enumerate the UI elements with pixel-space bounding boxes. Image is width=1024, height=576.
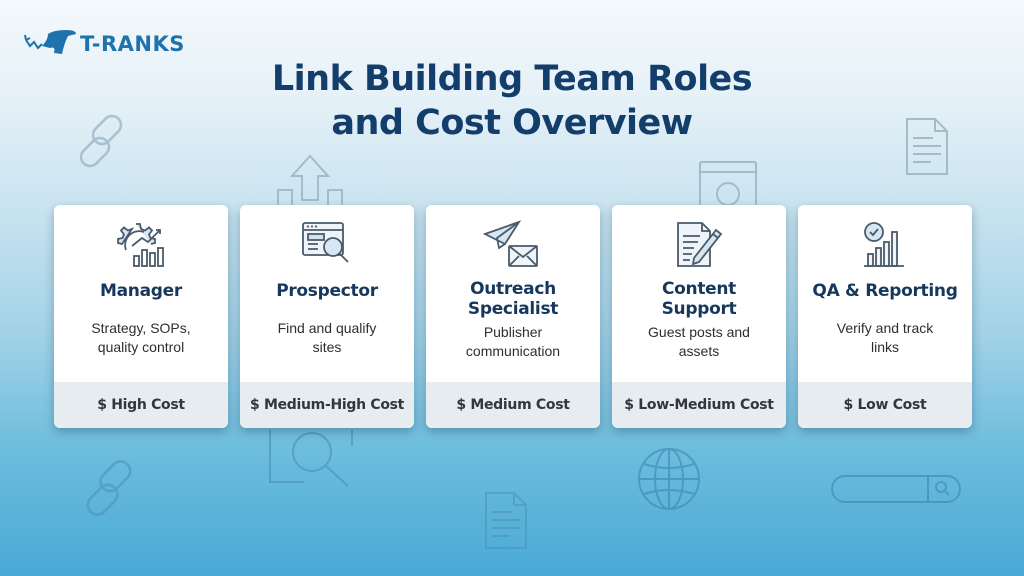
role-card-manager: Manager Strategy, SOPs, quality control … <box>54 205 228 428</box>
rhino-chart-logo-icon <box>24 26 78 61</box>
role-cards: Manager Strategy, SOPs, quality control … <box>54 205 972 428</box>
card-description: Verify and track links <box>836 320 934 355</box>
page-title: Link Building Team Roles and Cost Overvi… <box>0 57 1024 145</box>
cost-badge: $ Medium-High Cost <box>240 382 414 428</box>
browser-icon <box>698 160 760 208</box>
title-line-1: Link Building Team Roles <box>271 59 753 99</box>
document-pen-icon <box>672 219 726 271</box>
title-line-2: and Cost Overview <box>331 103 693 143</box>
card-title: Manager <box>100 281 182 301</box>
role-card-prospector: Prospector Find and qualify sites $ Medi… <box>240 205 414 428</box>
role-card-outreach-specialist: Outreach Specialist Publisher communicat… <box>426 205 600 428</box>
card-description: Guest posts and assets <box>648 324 750 359</box>
globe-icon <box>636 446 702 512</box>
document-icon-bottom <box>482 490 530 552</box>
search-document-icon <box>266 430 356 494</box>
paper-plane-envelope-icon <box>483 219 543 271</box>
card-description: Find and qualify sites <box>277 320 377 355</box>
browser-magnifier-icon <box>300 219 354 271</box>
cost-badge: $ High Cost <box>54 382 228 428</box>
gear-chart-icon <box>114 219 168 271</box>
card-description: Publisher communication <box>465 324 561 359</box>
role-card-content-support: Content Support Guest posts and assets $… <box>612 205 786 428</box>
card-title: Content Support <box>661 279 737 319</box>
card-description: Strategy, SOPs, quality control <box>91 320 191 355</box>
link-icon-bottom <box>76 455 142 521</box>
card-title: Outreach Specialist <box>467 279 559 319</box>
card-title: QA & Reporting <box>812 281 958 301</box>
cost-badge: $ Medium Cost <box>426 382 600 428</box>
logo-text: T-RANKS <box>80 31 185 56</box>
document-icon <box>903 116 951 178</box>
check-bar-chart-icon <box>858 219 912 271</box>
cost-badge: $ Low-Medium Cost <box>612 382 786 428</box>
upload-arrow-icon <box>270 150 350 206</box>
role-card-qa-reporting: QA & Reporting Verify and track links $ … <box>798 205 972 428</box>
search-bar-icon <box>830 474 962 504</box>
card-title: Prospector <box>276 281 378 301</box>
link-icon <box>70 110 132 172</box>
cost-badge: $ Low Cost <box>798 382 972 428</box>
brand-logo: T-RANKS <box>24 26 185 61</box>
